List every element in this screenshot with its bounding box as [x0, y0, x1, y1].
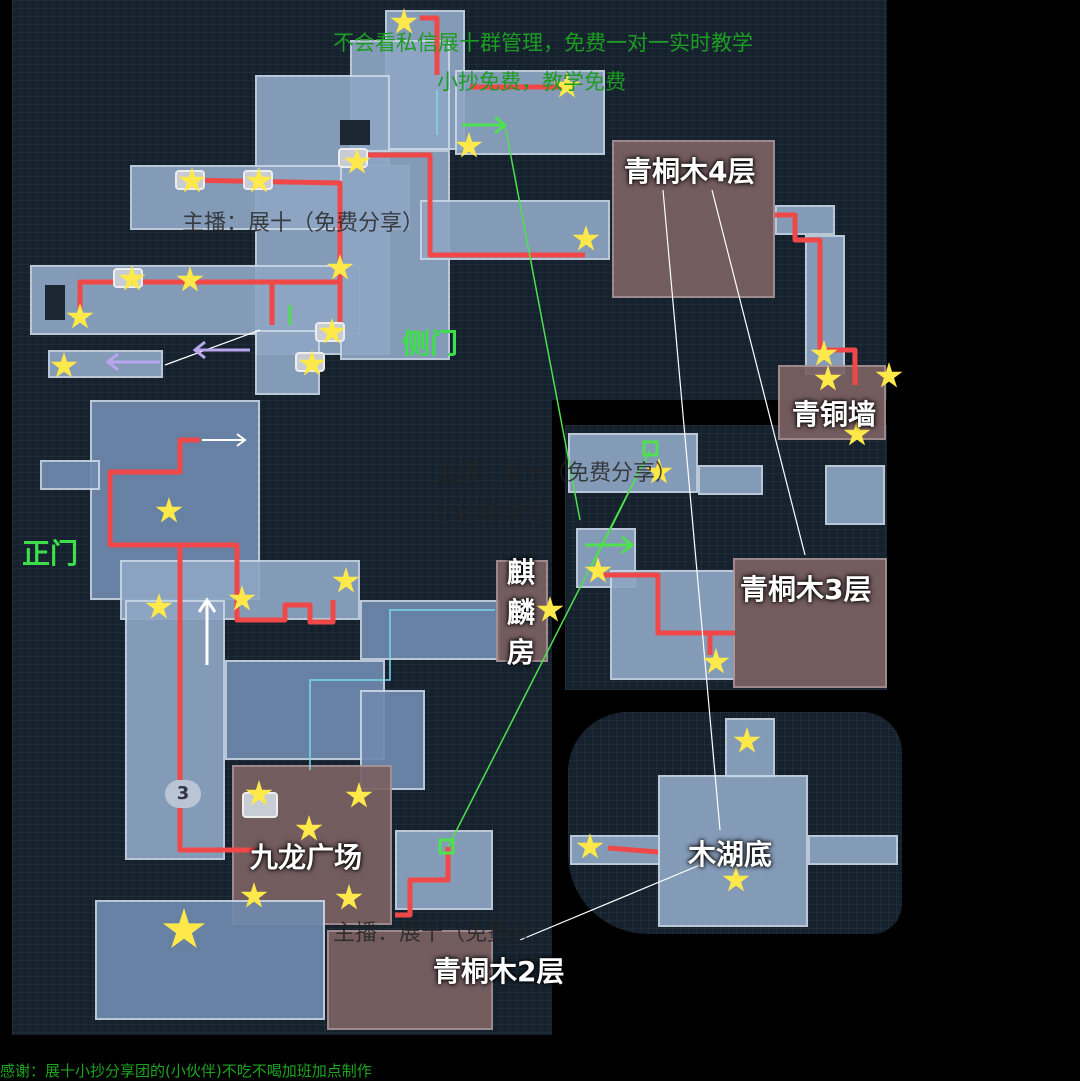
room	[825, 465, 885, 525]
watermark: 主播：展十（免费分享）	[182, 211, 425, 236]
watermark: 小抄持续优	[435, 501, 546, 526]
room-void	[340, 120, 370, 145]
label-jiulong-square: 九龙广场	[250, 841, 363, 874]
route-path	[177, 545, 255, 853]
arrow-icon	[197, 597, 217, 613]
room	[40, 460, 100, 490]
room-void	[45, 285, 65, 320]
watermark: 主播：展十（免费分享）	[435, 461, 678, 486]
room	[808, 835, 898, 865]
guide-line	[309, 609, 495, 770]
waypoint-marker	[438, 838, 455, 855]
waypoint-marker	[642, 440, 659, 457]
label-bronze-wall: 青铜墙	[792, 398, 877, 431]
room-qingtong4	[612, 140, 775, 298]
room	[95, 900, 325, 1020]
route-path	[395, 847, 451, 918]
label-qingtong2: 青桐木2层	[433, 955, 565, 988]
route-path	[600, 572, 735, 636]
label-qingtong3: 青桐木3层	[740, 573, 872, 606]
guide-line	[662, 189, 721, 831]
label-qingtong4: 青桐木4层	[624, 155, 756, 188]
guide-line	[711, 189, 806, 556]
arrow-icon	[236, 433, 247, 447]
room	[455, 70, 605, 155]
watermark: 主播：展十（免费分	[333, 921, 532, 946]
room	[658, 775, 808, 927]
room	[698, 465, 763, 495]
arrow-icon	[105, 352, 119, 372]
room-qingtong3	[733, 558, 887, 688]
notice-line-1: 不会看私信展十群管理，免费一对一实时教学	[333, 31, 753, 55]
label-qilin-room: 麒麟房	[507, 556, 536, 669]
label-lake-bottom: 木湖底	[688, 838, 773, 871]
guide-line	[519, 864, 701, 941]
route-path	[607, 845, 659, 855]
route-path	[420, 15, 440, 75]
credit-text: 感谢：展十小抄分享团的(小伙伴)不吃不喝加班加点制作	[0, 1062, 372, 1080]
room	[775, 205, 835, 235]
arrow-icon	[494, 115, 508, 135]
room	[225, 660, 385, 760]
room-qingtong2	[327, 930, 493, 1030]
guide-line	[589, 449, 651, 571]
route-path	[775, 212, 858, 385]
label-side-gate: 侧门	[402, 327, 459, 360]
guide-line	[164, 329, 261, 366]
room	[576, 528, 636, 588]
route-path	[350, 152, 585, 258]
arrow-icon	[192, 340, 206, 360]
route-path	[107, 437, 336, 625]
label-main-gate: 正门	[22, 537, 79, 570]
notice-line-2: 小抄免费，教学免费	[437, 70, 626, 94]
guide-line	[504, 124, 581, 521]
arrow-icon	[621, 535, 635, 555]
marker-3: 3	[165, 780, 201, 808]
route-path	[184, 177, 343, 340]
